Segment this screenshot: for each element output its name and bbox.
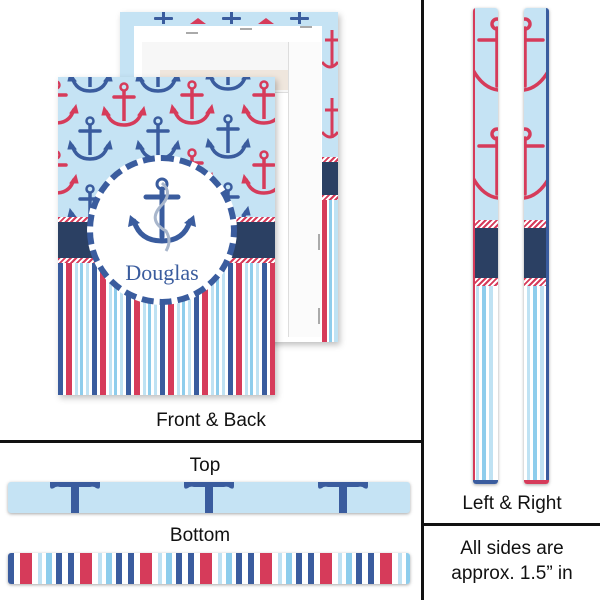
front-back-label: Front & Back — [156, 410, 266, 431]
left-strip-anchors-icon — [473, 17, 498, 200]
right-side-strip — [524, 8, 549, 484]
top-strip-anchors-icon — [50, 482, 368, 513]
personalized-name: Douglas — [125, 260, 199, 285]
left-right-label: Left & Right — [462, 493, 562, 514]
back-right-wrap — [322, 12, 338, 342]
left-side-strip — [473, 8, 498, 484]
stretcher-bar-right — [288, 42, 321, 337]
right-strip-anchors-icon — [524, 17, 549, 200]
top-side-strip — [8, 482, 410, 513]
sides-note-line2: approx. 1.5” in — [451, 563, 573, 584]
right-horizontal-divider — [422, 523, 600, 526]
front-canvas: Douglas — [58, 77, 275, 395]
top-label: Top — [189, 455, 221, 476]
back-right-anchors-icon — [322, 30, 338, 139]
bottom-label: Bottom — [169, 525, 231, 546]
sides-note-line1: All sides are — [460, 538, 564, 559]
staple — [240, 28, 252, 30]
back-left-wrap — [120, 12, 134, 82]
center-anchor-icon — [128, 177, 196, 252]
vertical-divider — [421, 0, 424, 600]
staple — [318, 234, 320, 250]
bottom-side-strip — [8, 553, 410, 584]
left-horizontal-divider — [0, 440, 422, 443]
staple — [318, 308, 320, 324]
staple — [186, 32, 198, 34]
staple — [300, 26, 312, 28]
back-top-anchors-icon — [154, 12, 309, 24]
